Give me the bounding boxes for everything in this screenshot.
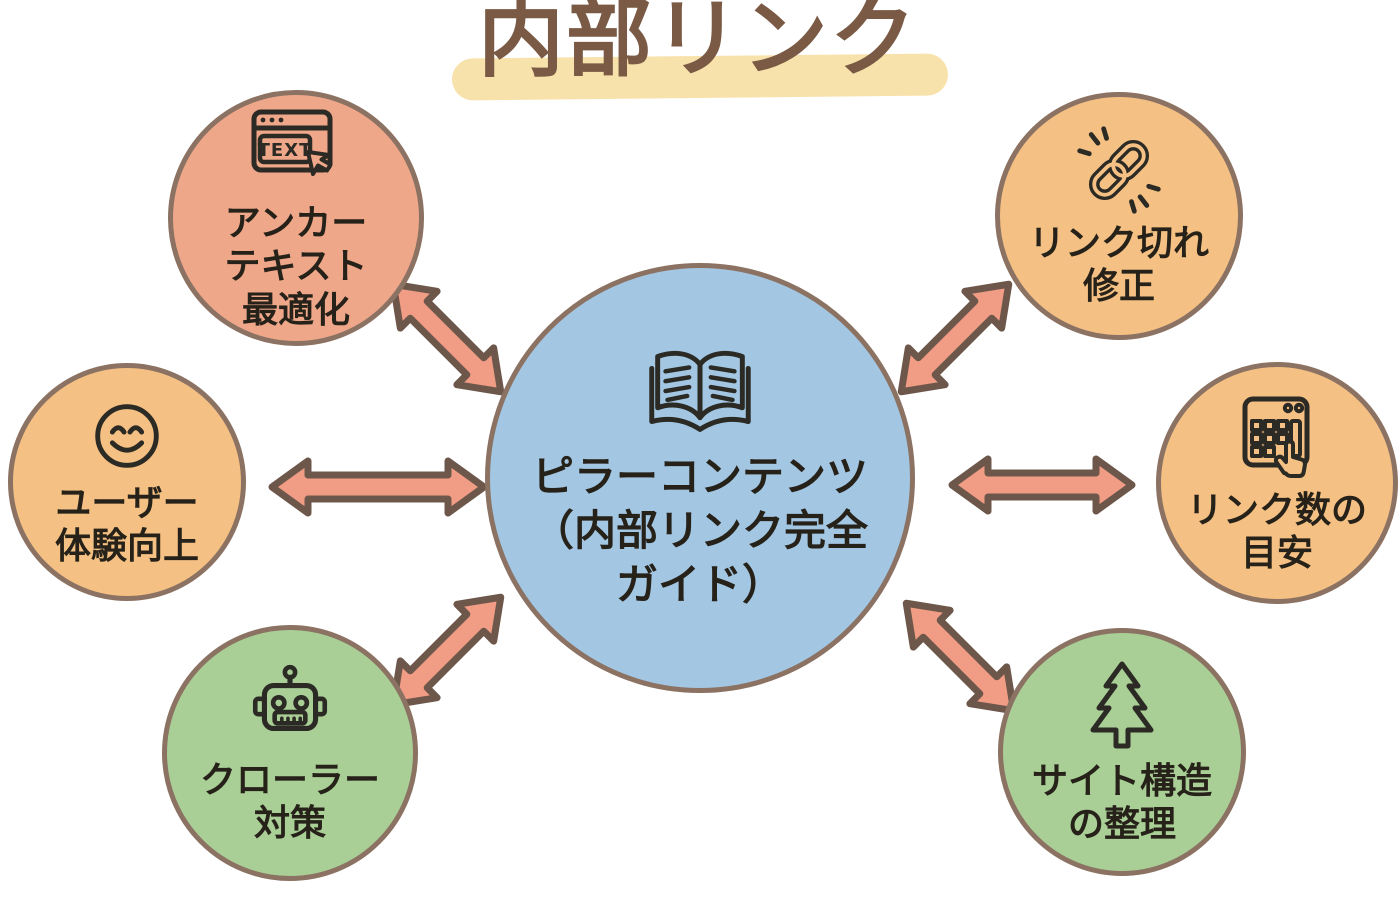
node-label: ピラーコンテンツ （内部リンク完全 ガイド） — [531, 452, 868, 609]
browser-text-cursor-icon: TEXT — [251, 109, 333, 177]
double-arrow-top-left — [389, 280, 505, 396]
node-link-count-guideline: リンク数の 目安 — [1156, 362, 1398, 604]
double-arrow-bottom-left — [389, 593, 505, 709]
double-arrow-left — [268, 457, 488, 517]
pine-tree-icon — [1090, 661, 1154, 749]
open-book-icon — [649, 351, 751, 433]
node-label: アンカー テキスト 最適化 — [224, 203, 368, 331]
double-arrow-right — [948, 455, 1136, 515]
node-label: リンク数の 目安 — [1186, 489, 1367, 574]
node-crawler-measures: クローラー 対策 — [162, 625, 418, 881]
smiley-face-icon — [95, 404, 159, 468]
robot-icon — [252, 664, 328, 731]
node-site-structure: サイト構造 の整理 — [998, 628, 1246, 876]
node-pillar-content: ピラーコンテンツ （内部リンク完全 ガイド） — [485, 263, 915, 693]
node-user-experience: ユーザー 体験向上 — [8, 363, 246, 601]
double-arrow-top-right — [897, 280, 1013, 396]
calculator-hand-icon — [1242, 396, 1310, 478]
chain-link-icon — [1077, 126, 1161, 214]
node-label: リンク切れ 修正 — [1028, 222, 1209, 307]
svg-text:TEXT: TEXT — [258, 140, 313, 161]
page-title: 内部リンク — [478, 0, 918, 89]
node-label: サイト構造 の整理 — [1031, 760, 1212, 845]
node-broken-link-fix: リンク切れ 修正 — [995, 92, 1243, 340]
node-label: ユーザー 体験向上 — [54, 482, 199, 567]
node-label: クローラー 対策 — [199, 759, 380, 844]
node-anchor-text-optimization: TEXT アンカー テキスト 最適化 — [168, 90, 424, 346]
